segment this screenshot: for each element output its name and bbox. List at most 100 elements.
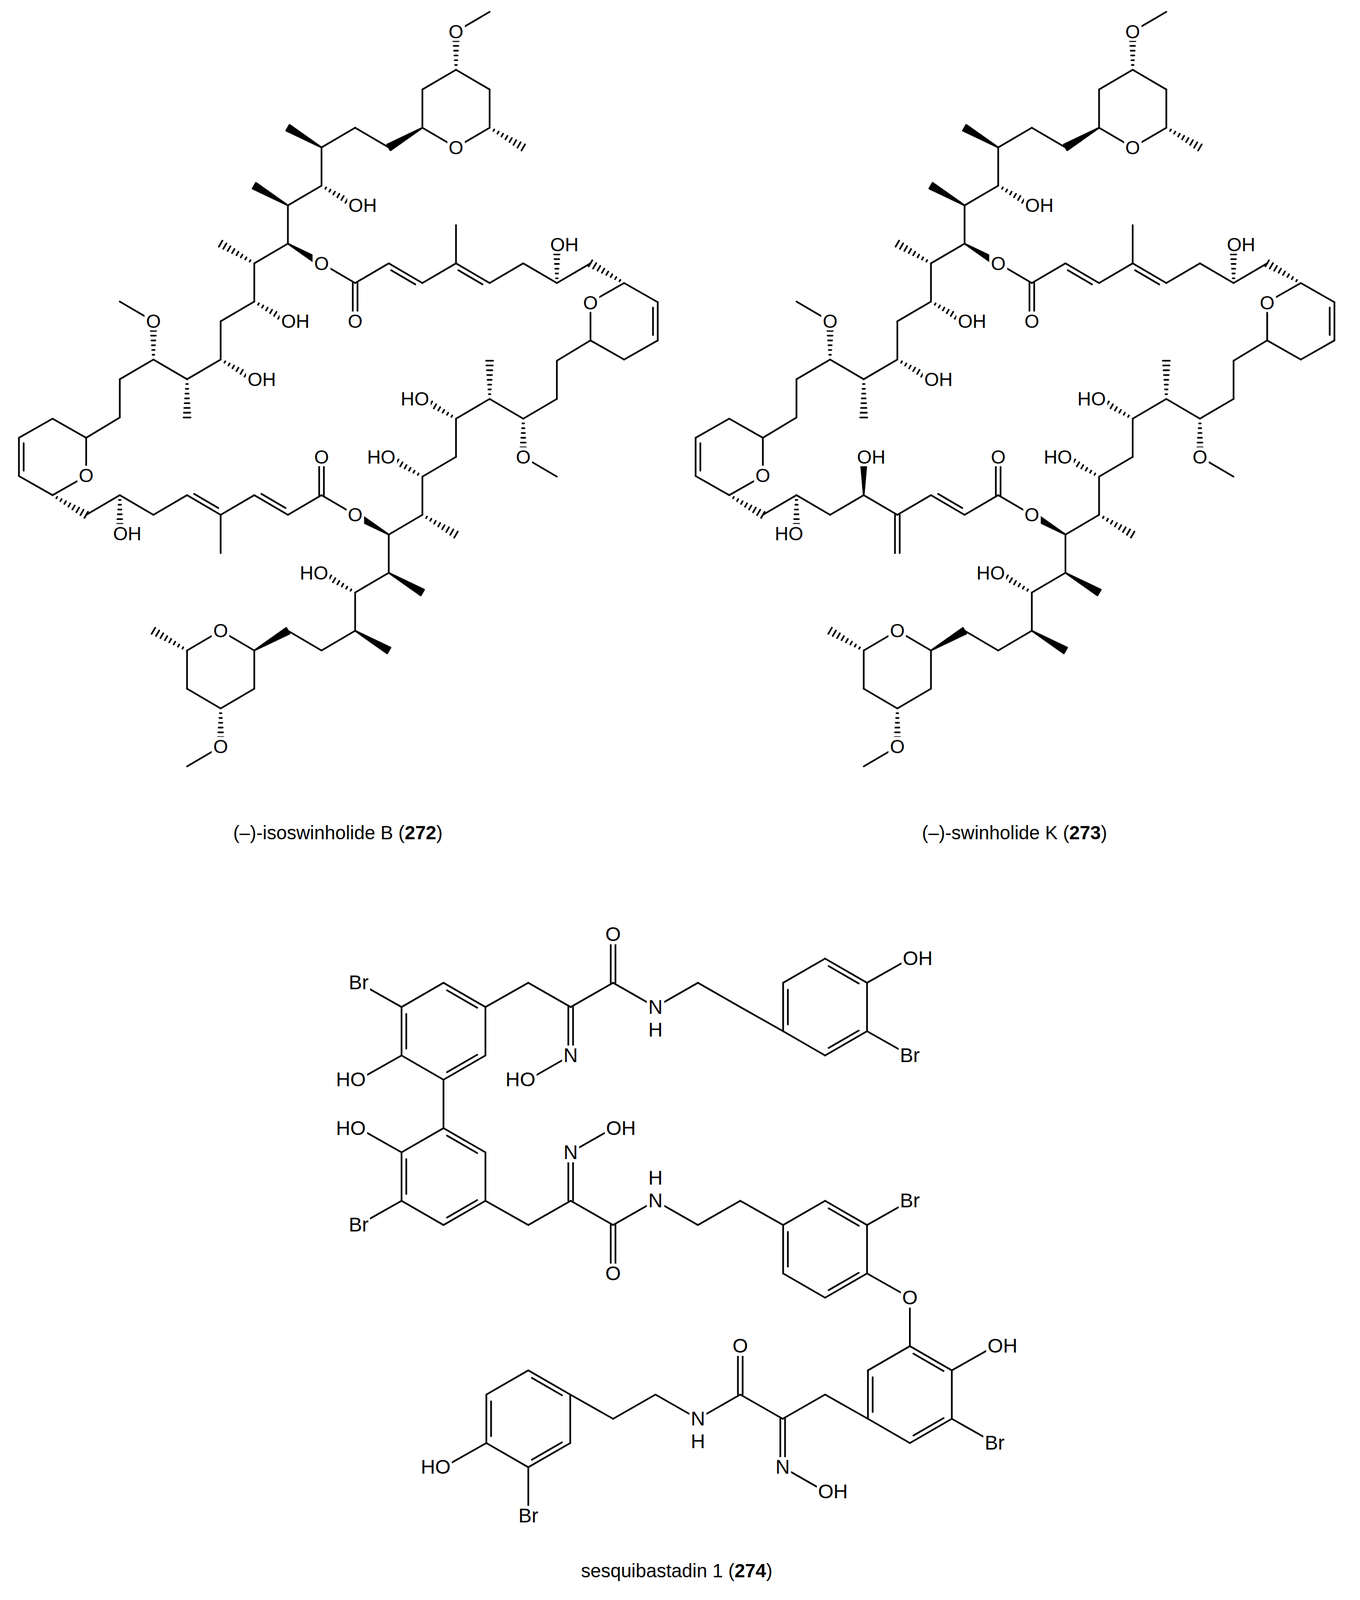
single-bond xyxy=(253,650,256,689)
atom-label: H xyxy=(646,1020,664,1041)
single-bond xyxy=(1165,89,1168,128)
compound-number: 272 xyxy=(404,822,437,844)
single-bond xyxy=(1099,263,1133,284)
single-bond xyxy=(740,1007,784,1032)
atom-label: O xyxy=(731,1336,750,1357)
double-bond xyxy=(528,1370,571,1396)
single-bond xyxy=(528,982,571,1007)
single-bond xyxy=(388,534,390,574)
hash-bond xyxy=(860,384,868,418)
atom-label: OH xyxy=(901,948,935,969)
single-bond xyxy=(697,982,741,1007)
atom-label-holder: O xyxy=(888,737,907,757)
single-bond xyxy=(186,688,221,709)
single-bond xyxy=(896,321,899,360)
single-bond xyxy=(86,417,120,439)
double-bond xyxy=(1132,263,1167,285)
single-bond xyxy=(485,982,529,1007)
atom-label-holder: OH xyxy=(346,195,379,216)
double-bond xyxy=(486,1395,492,1444)
hash-bond xyxy=(56,496,89,518)
single-bond xyxy=(740,1395,783,1420)
atom-label: O xyxy=(1258,292,1276,312)
atom-label-holder: O xyxy=(754,466,772,486)
single-bond xyxy=(287,205,290,244)
atom-label-holder: OH xyxy=(279,311,311,332)
double-bond xyxy=(909,1418,953,1444)
atom-label: OH xyxy=(111,523,143,543)
hash-bond xyxy=(219,240,251,262)
single-bond xyxy=(951,1370,954,1420)
single-bond xyxy=(488,89,491,128)
atom-label: O xyxy=(754,466,772,486)
atom-label-holder: O xyxy=(603,1263,623,1284)
single-bond xyxy=(1200,263,1234,284)
atom-label-holder: OH xyxy=(901,948,935,969)
single-bond xyxy=(1233,340,1268,362)
atom-label: OH xyxy=(548,235,581,255)
single-bond xyxy=(119,359,154,380)
single-bond xyxy=(783,958,826,983)
single-bond xyxy=(570,1395,614,1420)
single-bond xyxy=(897,688,931,709)
single-bond xyxy=(1099,70,1133,90)
double-bond xyxy=(18,437,24,477)
atom-label: OH xyxy=(1225,235,1257,255)
single-bond xyxy=(320,147,323,186)
atom-label: O xyxy=(603,924,623,945)
atom-label: Br xyxy=(516,1506,540,1527)
atom-label-holder: HO xyxy=(419,1457,452,1478)
single-bond xyxy=(485,1201,529,1226)
atom-label: O xyxy=(312,253,331,273)
single-bond xyxy=(287,630,322,651)
single-bond xyxy=(863,688,898,709)
single-bond xyxy=(783,1031,826,1056)
wedge-bond xyxy=(252,182,289,206)
single-bond xyxy=(729,418,763,438)
single-bond xyxy=(556,360,558,399)
single-bond xyxy=(1267,340,1301,360)
single-bond xyxy=(388,514,423,535)
single-bond xyxy=(254,243,288,264)
single-bond xyxy=(1132,70,1167,90)
atom-label: O xyxy=(900,1288,919,1308)
atom-label: O xyxy=(77,466,96,486)
single-bond xyxy=(253,263,256,302)
single-bond xyxy=(523,398,557,419)
atom-label-holder: O xyxy=(1023,311,1041,332)
single-bond xyxy=(1132,398,1167,419)
atom-label-holder: O xyxy=(447,137,465,158)
double-bond xyxy=(894,514,900,554)
single-bond xyxy=(489,263,524,284)
atom-label-holder: HO xyxy=(334,1069,368,1090)
single-bond xyxy=(865,1225,868,1274)
atom-label-holder: HO xyxy=(1042,447,1074,467)
single-bond xyxy=(287,495,322,516)
atom-label: O xyxy=(1123,21,1142,41)
hash-bond xyxy=(1103,516,1135,538)
single-bond xyxy=(556,340,591,362)
atom-label: O xyxy=(888,737,907,757)
single-bond xyxy=(863,495,898,516)
atom-label: OH xyxy=(246,369,278,389)
wedge-bond xyxy=(1065,573,1102,596)
atom-label: Br xyxy=(983,1433,1007,1454)
single-bond xyxy=(863,359,898,380)
double-bond xyxy=(1065,263,1100,285)
wedge-bond xyxy=(1032,630,1068,654)
single-bond xyxy=(219,321,222,360)
single-bond xyxy=(455,225,458,264)
compound-name: (–)-isoswinholide B (272) xyxy=(231,823,444,843)
hash-bond xyxy=(1265,260,1298,282)
atom-label: N xyxy=(562,1045,580,1066)
atom-label-holder: OH xyxy=(816,1482,850,1502)
single-bond xyxy=(422,70,457,90)
double-bond xyxy=(443,1200,486,1226)
atom-label-holder: O xyxy=(1123,137,1142,158)
single-bond xyxy=(455,418,458,458)
atom-label: N xyxy=(562,1142,580,1163)
atom-label: Br xyxy=(898,1191,922,1211)
atom-label: HO xyxy=(334,1118,368,1139)
single-bond xyxy=(556,263,591,284)
atom-label-holder: O xyxy=(989,447,1007,467)
